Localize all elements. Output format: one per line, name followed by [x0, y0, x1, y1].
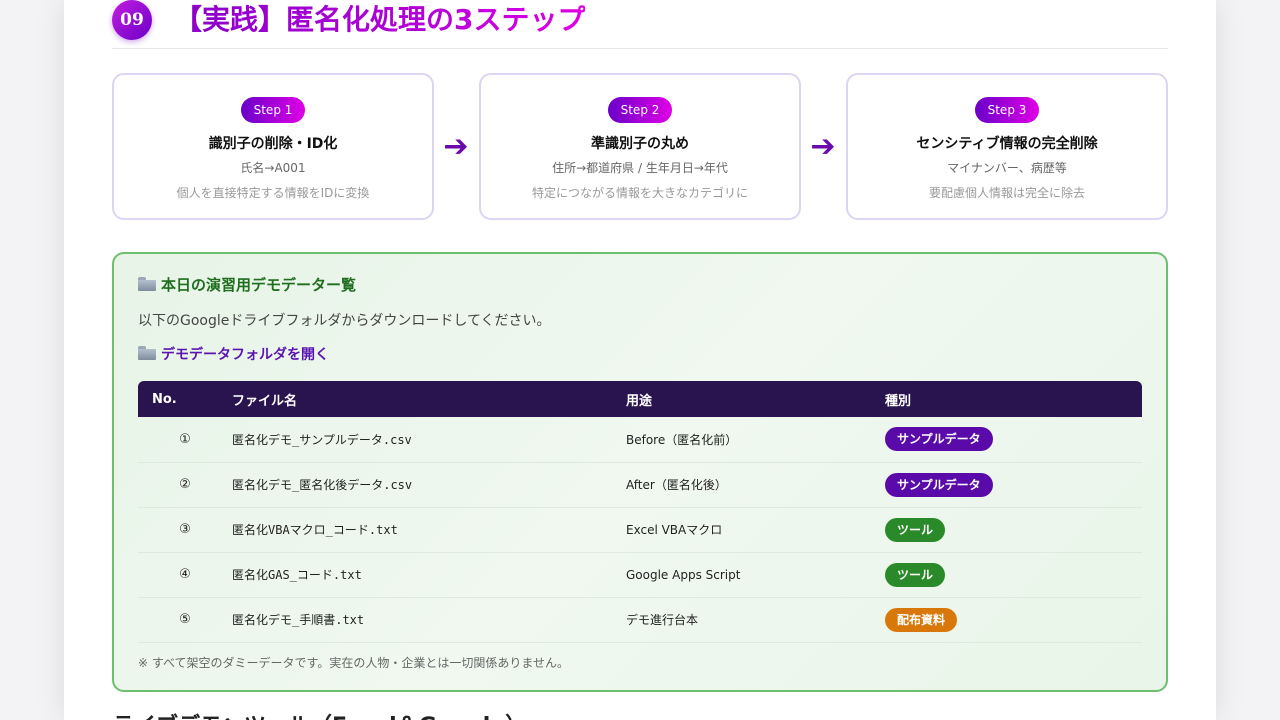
demo-description: 以下のGoogleドライブフォルダからダウンロードしてください。 — [138, 313, 551, 329]
file-use: Before（匿名化前） — [626, 417, 885, 463]
step-description: 個人を直接特定する情報をIDに変換 — [176, 186, 370, 200]
step-title: 識別子の削除・ID化 — [208, 136, 338, 152]
folder-link-label: デモデータフォルダを開く — [161, 347, 329, 363]
type-badge: ツール — [885, 517, 946, 542]
file-name[interactable]: 匿名化デモ_匿名化後データ.csv — [232, 462, 626, 508]
step-card-2: Step 2 準識別子の丸め 住所→都道府県 / 生年月日→年代 特定につながる… — [479, 73, 801, 220]
column-header-type: 種別 — [885, 381, 1142, 417]
table-row: ⑤ 匿名化デモ_手順書.txt デモ進行台本 配布資料 — [138, 597, 1142, 643]
step-label: Step 3 — [974, 97, 1040, 123]
section-header: 09 【実践】匿名化処理の3ステップ — [112, 0, 1168, 49]
step-description: 特定につながる情報を大きなカテゴリに — [531, 186, 748, 200]
row-number: ③ — [138, 507, 232, 553]
file-name[interactable]: 匿名化デモ_サンプルデータ.csv — [232, 417, 626, 463]
step-title: センシティブ情報の完全削除 — [916, 136, 1098, 152]
file-use: Google Apps Script — [626, 552, 885, 598]
column-header-use: 用途 — [626, 381, 885, 417]
row-number: ② — [138, 462, 232, 508]
table-row: ④ 匿名化GAS_コード.txt Google Apps Script ツール — [138, 552, 1142, 598]
step-description: 要配慮個人情報は完全に除去 — [928, 186, 1085, 200]
demo-data-panel: 本日の演習用デモデーター覧 以下のGoogleドライブフォルダからダウンロードし… — [112, 252, 1168, 692]
file-name[interactable]: 匿名化VBAマクロ_コード.txt — [232, 507, 626, 553]
step-example: マイナンバー、病歴等 — [947, 161, 1067, 175]
page-title: 【実践】匿名化処理の3ステップ — [174, 0, 585, 40]
arrow-right-icon: ➔ — [443, 129, 469, 164]
type-badge: ツール — [885, 562, 946, 587]
step-example: 住所→都道府県 / 生年月日→年代 — [552, 161, 728, 175]
table-row: ① 匿名化デモ_サンプルデータ.csv Before（匿名化前） サンプルデータ — [138, 417, 1142, 463]
file-name[interactable]: 匿名化デモ_手順書.txt — [232, 597, 626, 643]
arrow-right-icon: ➔ — [810, 129, 836, 164]
open-demo-folder-link[interactable]: デモデータフォルダを開く — [138, 344, 329, 364]
row-number: ④ — [138, 552, 232, 598]
table-header-row: No. ファイル名 用途 種別 — [138, 381, 1142, 417]
demo-heading-text: 本日の演習用デモデーター覧 — [161, 276, 357, 294]
type-badge: サンプルデータ — [885, 427, 993, 452]
step-card-3: Step 3 センシティブ情報の完全削除 マイナンバー、病歴等 要配慮個人情報は… — [846, 73, 1168, 220]
file-name[interactable]: 匿名化GAS_コード.txt — [232, 552, 626, 598]
table-row: ② 匿名化デモ_匿名化後データ.csv After（匿名化後） サンプルデータ — [138, 462, 1142, 508]
steps-row: Step 1 識別子の削除・ID化 氏名→A001 個人を直接特定する情報をID… — [112, 73, 1168, 220]
demo-files-table: No. ファイル名 用途 種別 ① 匿名化デモ_サンプルデータ.csv Befo… — [138, 381, 1142, 643]
folder-icon — [138, 277, 156, 291]
step-card-1: Step 1 識別子の削除・ID化 氏名→A001 個人を直接特定する情報をID… — [112, 73, 434, 220]
slide-page: 09 【実践】匿名化処理の3ステップ Step 1 識別子の削除・ID化 氏名→… — [64, 0, 1216, 720]
file-use: Excel VBAマクロ — [626, 507, 885, 553]
step-example: 氏名→A001 — [240, 161, 306, 175]
disclaimer-note: ※ すべて架空のダミーデータです。実在の人物・企業とは一切関係ありません。 — [138, 656, 569, 670]
column-header-file: ファイル名 — [232, 381, 626, 417]
column-header-no: No. — [138, 381, 232, 417]
row-number: ① — [138, 417, 232, 463]
type-badge: 配布資料 — [885, 607, 958, 632]
file-use: After（匿名化後） — [626, 462, 885, 508]
step-label: Step 1 — [240, 97, 306, 123]
step-title: 準識別子の丸め — [591, 136, 689, 152]
step-label: Step 2 — [607, 97, 673, 123]
folder-icon — [138, 346, 156, 360]
demo-heading: 本日の演習用デモデーター覧 — [138, 274, 356, 295]
section-number-badge: 09 — [112, 0, 152, 40]
type-badge: サンプルデータ — [885, 472, 993, 497]
row-number: ⑤ — [138, 597, 232, 643]
next-section-title: ライブデモ：ツール（Excel＆Google） — [112, 708, 527, 720]
file-use: デモ進行台本 — [626, 597, 885, 643]
table-row: ③ 匿名化VBAマクロ_コード.txt Excel VBAマクロ ツール — [138, 507, 1142, 553]
